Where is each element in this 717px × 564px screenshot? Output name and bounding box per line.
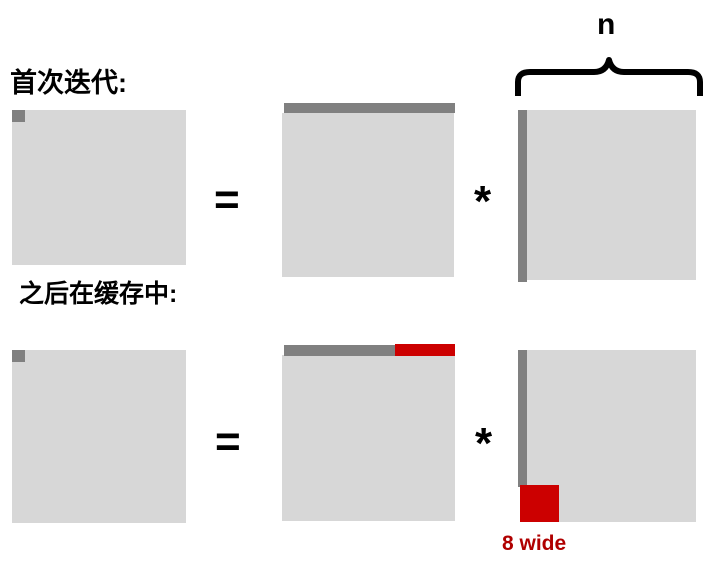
left-input-matrix-row1 [282, 113, 454, 277]
n-dimension-label: n [597, 8, 616, 41]
right-input-block-new-row2 [520, 485, 559, 522]
output-tile-highlight-row2 [12, 350, 25, 362]
left-input-row-band-cached-row2 [284, 345, 395, 356]
multiply-operator-row2: * [475, 419, 493, 468]
output-tile-highlight-row1 [12, 110, 25, 122]
left-input-row-band-row1 [284, 103, 455, 113]
n-span-brace-icon [514, 56, 704, 96]
width-annotation-label: 8 wide [502, 532, 567, 555]
row-label-first-iteration: 首次迭代: [10, 68, 127, 98]
right-input-matrix-row1 [521, 110, 696, 280]
row-label-in-cache: 之后在缓存中: [19, 280, 178, 308]
right-input-column-band-cached-row2 [518, 350, 527, 487]
left-input-row-band-new-row2 [395, 344, 455, 356]
equals-operator-row1: = [214, 175, 240, 224]
right-input-column-band-row1 [518, 110, 527, 282]
left-input-matrix-row2 [282, 355, 455, 521]
output-matrix-row1 [12, 110, 186, 265]
output-matrix-row2 [12, 350, 186, 523]
equals-operator-row2: = [215, 417, 241, 466]
multiply-operator-row1: * [474, 177, 492, 226]
